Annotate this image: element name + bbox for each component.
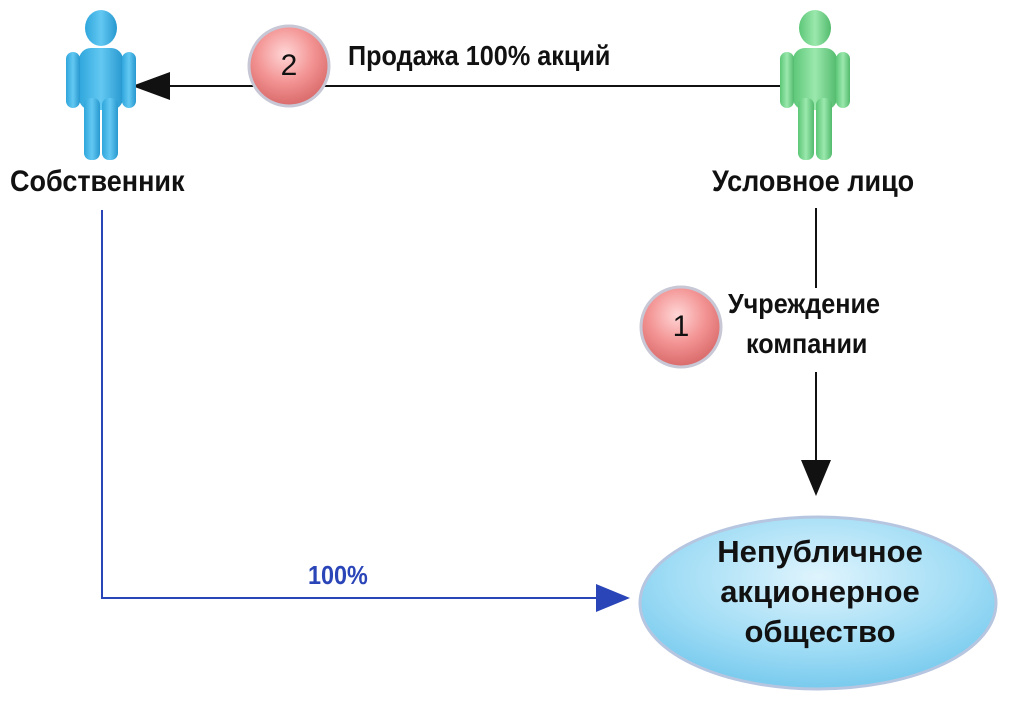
sale-arrow-head <box>132 72 170 100</box>
company-label-line-2: акционерное <box>720 574 920 609</box>
step-1-badge <box>639 285 723 369</box>
nominee-label: Условное лицо <box>712 165 915 198</box>
company-label-line-1: Непубличное <box>717 534 923 569</box>
step-2-badge <box>247 24 331 108</box>
step-2-number: 2 <box>280 49 298 82</box>
ownership-label: 100% <box>308 560 368 590</box>
owner-label: Собственник <box>10 165 185 198</box>
company-label-line-3: общество <box>744 614 896 649</box>
founding-label-line-1: Учреждение <box>728 288 880 319</box>
ownership-arrow-head <box>596 584 630 612</box>
company-ellipse <box>638 515 998 691</box>
company-label: Непубличное акционерное общество <box>660 532 980 652</box>
sale-label: Продажа 100% акций <box>348 40 611 71</box>
nominee-person-icon <box>780 10 850 160</box>
owner-person-icon <box>66 10 136 160</box>
founding-label-line-2: компании <box>746 328 868 359</box>
step-1-number: 1 <box>672 310 690 343</box>
ownership-arrow-line <box>101 210 600 599</box>
founding-arrow-head <box>801 460 831 496</box>
